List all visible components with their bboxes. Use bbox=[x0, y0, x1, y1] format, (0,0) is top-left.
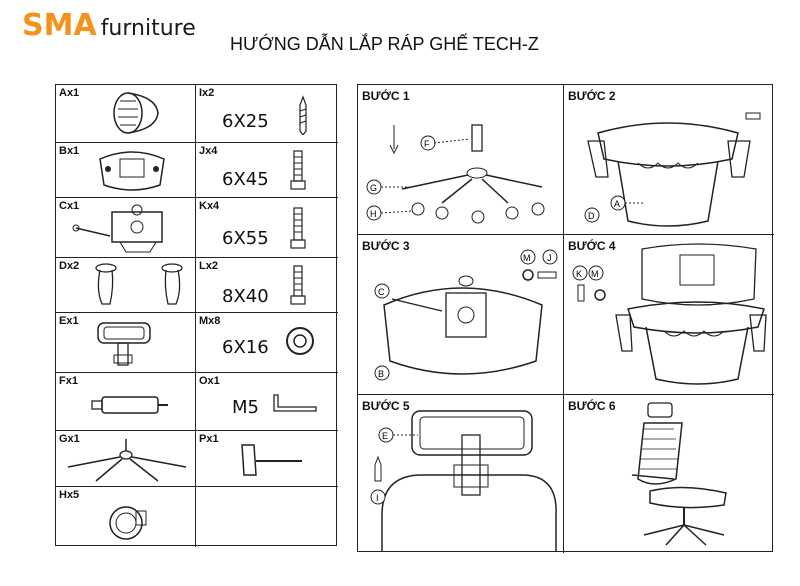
callout-d: D bbox=[588, 211, 595, 221]
callout-f: F bbox=[424, 139, 430, 149]
callout-c: C bbox=[378, 287, 385, 297]
callout-b: B bbox=[378, 369, 384, 379]
caster-wheel-icon bbox=[109, 506, 147, 540]
part-label: Lx2 bbox=[199, 260, 218, 272]
step-2: BƯỚC 2 D A bbox=[564, 85, 774, 235]
callout-j: J bbox=[547, 253, 552, 263]
step-label: BƯỚC 6 bbox=[568, 399, 616, 413]
step-2-diagram: D A bbox=[584, 112, 761, 227]
callout-e: E bbox=[382, 431, 388, 441]
parts-table: Ax1 Ix2 6X25 Bx1 Jx4 6X45 bbox=[55, 84, 338, 547]
part-label: Cx1 bbox=[59, 200, 80, 212]
part-spec: M5 bbox=[232, 397, 259, 418]
callout-h: H bbox=[370, 209, 377, 219]
washer-icon bbox=[286, 327, 314, 355]
mechanism-icon bbox=[72, 204, 163, 253]
steps-table: BƯỚC 1 F G H BƯỚC 2 D A bbox=[357, 84, 774, 553]
part-label: Bx1 bbox=[59, 145, 80, 157]
brand-sub: furniture bbox=[100, 16, 196, 41]
step-3-diagram: M J C B bbox=[374, 249, 558, 381]
bolt-icon bbox=[290, 265, 306, 305]
step-1-diagram: F G H bbox=[366, 124, 545, 224]
part-cell-o: Ox1 M5 bbox=[196, 373, 338, 431]
step-3: BƯỚC 3 M J C B bbox=[358, 235, 564, 395]
part-label: Mx8 bbox=[199, 315, 221, 327]
callout-i: I bbox=[376, 493, 379, 503]
brand-logo: SMA furniture bbox=[22, 8, 196, 48]
part-cell-a: Ax1 bbox=[56, 85, 196, 143]
part-cell-g: Gx1 bbox=[56, 431, 196, 487]
part-cell-i: Ix2 6X25 bbox=[196, 85, 338, 143]
part-spec: 6X25 bbox=[222, 111, 269, 132]
part-label: Ix2 bbox=[199, 87, 215, 99]
part-spec: 6X55 bbox=[222, 228, 269, 249]
seat-base-icon bbox=[99, 151, 165, 191]
seat-part-icon bbox=[113, 92, 159, 134]
t-wrench-icon bbox=[241, 444, 302, 476]
part-label: Fx1 bbox=[59, 375, 78, 387]
step-6: BƯỚC 6 bbox=[564, 395, 774, 553]
part-cell-d: Dx2 bbox=[56, 258, 196, 313]
armrest-icon bbox=[95, 263, 183, 305]
part-cell-f: Fx1 bbox=[56, 373, 196, 431]
part-spec: 8X40 bbox=[222, 286, 269, 307]
part-spec: 6X16 bbox=[222, 337, 269, 358]
assembled-chair-icon bbox=[631, 402, 727, 546]
part-cell-b: Bx1 bbox=[56, 143, 196, 198]
base-star-icon bbox=[67, 439, 187, 482]
part-label: Hx5 bbox=[59, 489, 80, 501]
brand-main: SMA bbox=[22, 8, 97, 43]
part-label: Ax1 bbox=[59, 87, 80, 99]
part-cell-l: Lx2 8X40 bbox=[196, 258, 338, 313]
bolt-icon bbox=[290, 207, 306, 249]
bolt-icon bbox=[290, 150, 306, 190]
step-4: BƯỚC 4 K M bbox=[564, 235, 774, 395]
part-label: Px1 bbox=[199, 433, 219, 445]
callout-a: A bbox=[614, 199, 620, 209]
headrest-icon bbox=[97, 322, 151, 366]
gas-lift-icon bbox=[91, 396, 168, 414]
part-label: Ox1 bbox=[199, 375, 220, 387]
part-label: Ex1 bbox=[59, 315, 79, 327]
page-title: HƯỚNG DẪN LẮP RÁP GHẾ TECH-Z bbox=[230, 34, 539, 54]
callout-m: M bbox=[591, 269, 599, 279]
part-spec: 6X45 bbox=[222, 169, 269, 190]
part-cell-j: Jx4 6X45 bbox=[196, 143, 338, 198]
step-5: BƯỚC 5 E I bbox=[358, 395, 564, 553]
step-label: BƯỚC 3 bbox=[362, 239, 410, 253]
step-label: BƯỚC 4 bbox=[568, 239, 616, 253]
part-cell-c: Cx1 bbox=[56, 198, 196, 258]
step-1: BƯỚC 1 F G H bbox=[358, 85, 564, 235]
part-label: Jx4 bbox=[199, 145, 218, 157]
part-cell-h: Hx5 bbox=[56, 487, 196, 547]
callout-k: K bbox=[576, 269, 582, 279]
step-label: BƯỚC 1 bbox=[362, 89, 410, 103]
callout-m: M bbox=[523, 253, 531, 263]
part-label: Dx2 bbox=[59, 260, 80, 272]
part-cell-empty bbox=[196, 487, 338, 547]
part-cell-m: Mx8 6X16 bbox=[196, 313, 338, 373]
callout-g: G bbox=[370, 183, 377, 193]
hex-key-icon bbox=[273, 394, 317, 412]
part-cell-p: Px1 bbox=[196, 431, 338, 487]
part-cell-k: Kx4 6X55 bbox=[196, 198, 338, 258]
step-label: BƯỚC 5 bbox=[362, 399, 410, 413]
step-label: BƯỚC 2 bbox=[568, 89, 616, 103]
part-cell-e: Ex1 bbox=[56, 313, 196, 373]
step-4-diagram: K M bbox=[572, 243, 767, 385]
step-5-diagram: E I bbox=[370, 410, 557, 551]
screw-icon bbox=[299, 95, 307, 135]
part-label: Gx1 bbox=[59, 433, 80, 445]
part-label: Kx4 bbox=[199, 200, 220, 212]
